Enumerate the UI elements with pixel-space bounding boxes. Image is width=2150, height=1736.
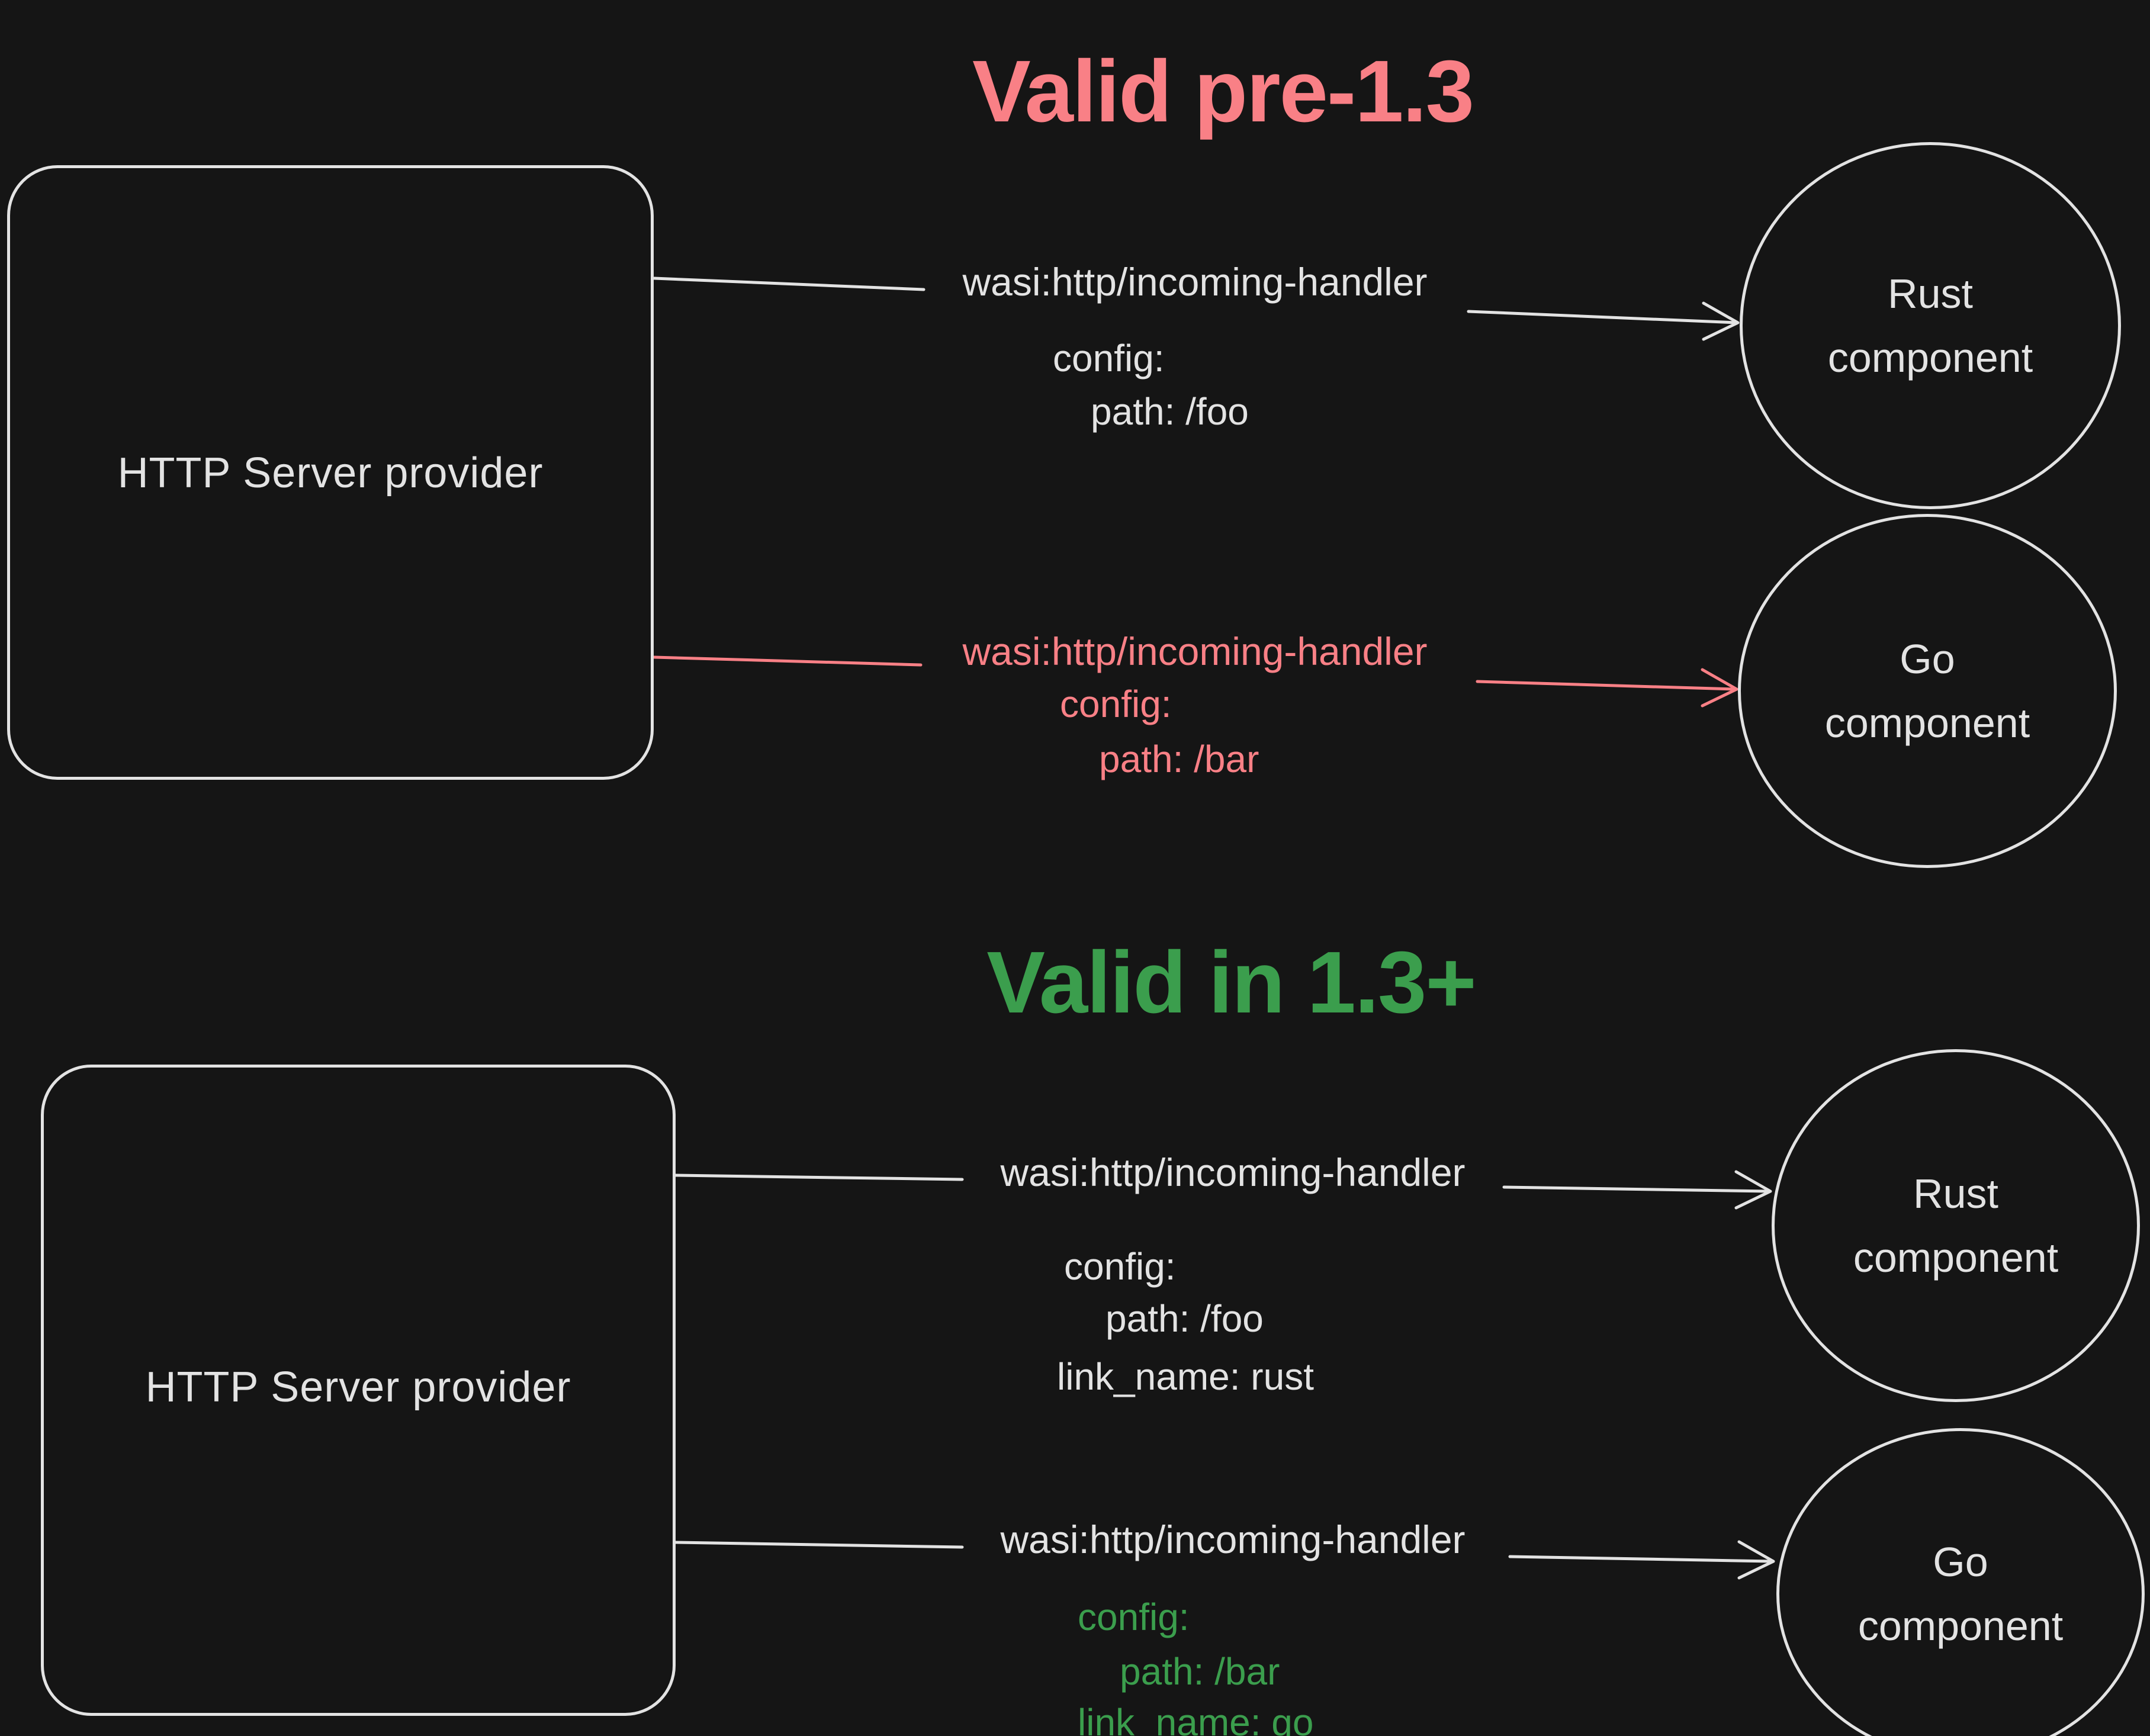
section1-rust-component-label: Rust component bbox=[1827, 270, 2033, 381]
arrow-s1-rust bbox=[653, 277, 1740, 341]
section2-rust-component-node: Rust component bbox=[1772, 1049, 2140, 1402]
section2-http-server-provider-box bbox=[41, 1065, 676, 1716]
arrow-s1-go bbox=[653, 655, 1738, 708]
section2-edge2-interface-label: wasi:http/incoming-handler bbox=[1000, 1518, 1466, 1561]
section1-edge1-interface-label: wasi:http/incoming-handler bbox=[962, 260, 1428, 304]
section1-http-server-provider-box bbox=[7, 165, 654, 780]
arrow-s2-rust bbox=[674, 1170, 1772, 1210]
section2-edge2-linkname-line: link_name: go bbox=[1078, 1701, 1314, 1736]
section1-http-server-provider-label: HTTP Server provider bbox=[117, 449, 544, 497]
arrow-s2-go bbox=[674, 1540, 1775, 1580]
section2-edge1-config-line: config: bbox=[1064, 1245, 1176, 1288]
section2-edge1-interface-label: wasi:http/incoming-handler bbox=[1000, 1150, 1466, 1194]
section2-rust-component-label: Rust component bbox=[1853, 1170, 2059, 1281]
section1-edge1-path-line: path: /foo bbox=[1091, 390, 1249, 433]
section2-edge2-path-line: path: /bar bbox=[1120, 1650, 1280, 1693]
section1-edge1-config-line: config: bbox=[1053, 337, 1165, 380]
section1-edge2-interface-label: wasi:http/incoming-handler bbox=[962, 629, 1428, 673]
section1-rust-component-node: Rust component bbox=[1740, 142, 2121, 509]
section1-go-component-node: Go component bbox=[1738, 514, 2117, 868]
section1-title: Valid pre-1.3 bbox=[972, 43, 1474, 140]
section2-http-server-provider-label: HTTP Server provider bbox=[145, 1364, 571, 1411]
section2-go-component-node: Go component bbox=[1776, 1428, 2145, 1736]
section2-go-component-label: Go component bbox=[1857, 1538, 2064, 1650]
section2-edge1-linkname-line: link_name: rust bbox=[1057, 1355, 1314, 1398]
section2-title: Valid in 1.3+ bbox=[986, 934, 1476, 1031]
section1-edge2-config-line: config: bbox=[1060, 683, 1172, 725]
section2-edge1-path-line: path: /foo bbox=[1105, 1297, 1264, 1340]
section1-go-component-label: Go component bbox=[1824, 635, 2030, 747]
section2-edge2-config-line: config: bbox=[1078, 1596, 1190, 1638]
section1-edge2-path-line: path: /bar bbox=[1099, 738, 1259, 780]
